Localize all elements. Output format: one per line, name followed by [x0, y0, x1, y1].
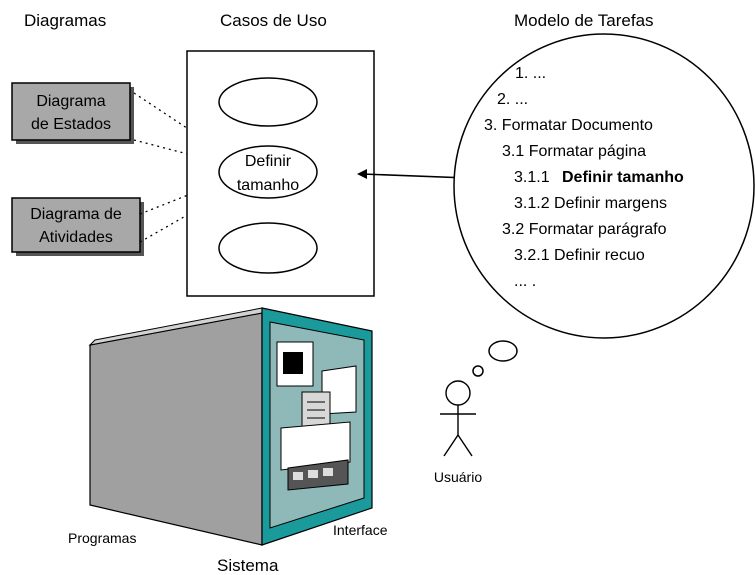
- label-system: Sistema: [217, 556, 279, 575]
- cube-front-face: [89, 312, 263, 546]
- label-interface: Interface: [333, 522, 388, 538]
- use-case-ellipse-3: [218, 222, 318, 274]
- use-case-selected-line2: tamanho: [237, 177, 299, 194]
- use-case-ellipse-selected: [218, 145, 318, 199]
- thought-bubble-small: [472, 365, 484, 377]
- box-activity-line2: Atividades: [39, 229, 113, 246]
- use-case-selected-line1: Definir: [245, 153, 292, 170]
- task-line-1: 1. ...: [515, 65, 546, 82]
- box-state-diagram: Diagrama de Estados: [11, 82, 134, 144]
- task-line-9: ... .: [514, 273, 536, 290]
- task-line-8: 3.2.1 Definir recuo: [514, 247, 645, 264]
- actor-label: Usuário: [434, 469, 482, 485]
- box-state-line1: Diagrama: [36, 93, 105, 110]
- task-line-5-highlight: Definir tamanho: [562, 169, 684, 186]
- system-cube: [88, 307, 373, 546]
- header-task-model: Modelo de Tarefas: [514, 11, 654, 30]
- task-line-5-number: 3.1.1: [514, 169, 550, 186]
- user-actor-icon: [440, 380, 476, 457]
- header-use-cases: Casos de Uso: [220, 11, 327, 30]
- task-line-4: 3.1 Formatar página: [502, 143, 646, 160]
- task-line-6: 3.1.2 Definir margens: [514, 195, 667, 212]
- label-programs: Programas: [68, 530, 136, 546]
- use-case-ellipse-1: [218, 77, 318, 127]
- task-line-7: 3.2 Formatar parágrafo: [502, 221, 667, 238]
- task-line-3: 3. Formatar Documento: [484, 117, 653, 134]
- screen-window-3: [280, 421, 351, 471]
- header-diagrams: Diagramas: [24, 11, 106, 30]
- box-activity-diagram: Diagrama de Atividades: [11, 197, 144, 256]
- task-model-bubble: [453, 33, 755, 339]
- task-line-2: 2. ...: [497, 91, 528, 108]
- box-activity-line1: Diagrama de: [30, 206, 122, 223]
- box-state-line2: de Estados: [31, 116, 111, 133]
- thought-bubble-large: [488, 340, 518, 362]
